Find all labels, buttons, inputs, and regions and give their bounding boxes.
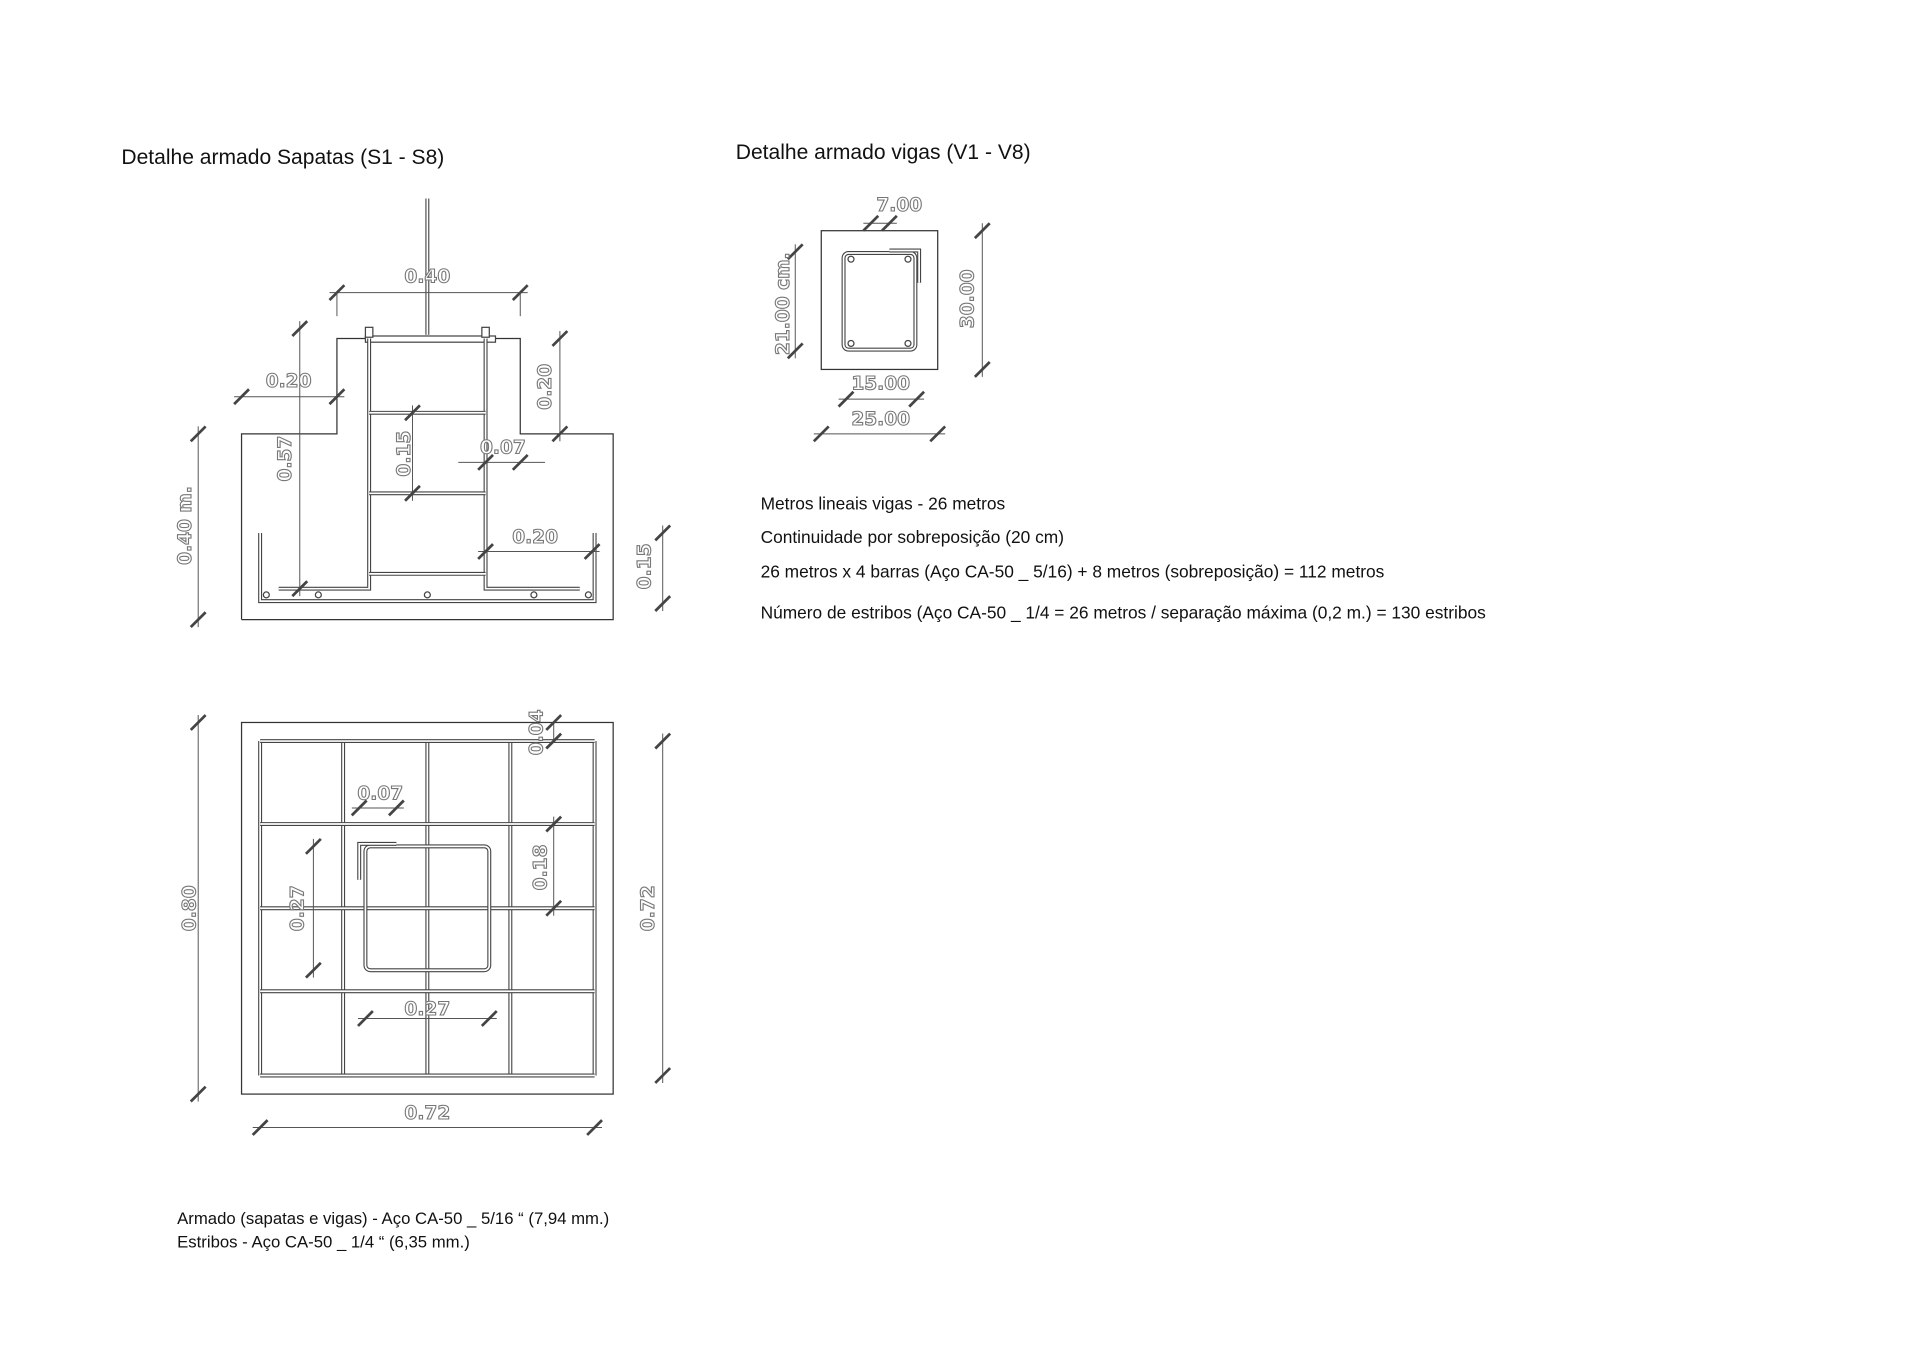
beam-rebar bbox=[847, 255, 855, 263]
dimension-tick bbox=[480, 1010, 498, 1027]
dim-bar-height: 0.72 bbox=[638, 885, 659, 931]
dimension-tick bbox=[786, 243, 804, 261]
footing-plan-outline bbox=[240, 721, 614, 1095]
dimension-tick bbox=[511, 453, 529, 471]
dimension-tick bbox=[654, 732, 672, 750]
dim-bar-hook: 0.20 bbox=[512, 527, 558, 548]
dimension-tick bbox=[291, 580, 309, 598]
beam-outline bbox=[820, 230, 939, 371]
dimension-tick bbox=[654, 595, 672, 612]
dimension-tick bbox=[654, 1067, 672, 1084]
dim-total-height: 0.57 bbox=[275, 436, 296, 482]
vigas-note: 26 metros x 4 barras (Aço CA-50 _ 5/16) … bbox=[761, 562, 1385, 582]
dim-beam-width: 25.00 bbox=[851, 409, 910, 430]
dimension-tick bbox=[545, 732, 563, 750]
dimension-tick bbox=[812, 425, 830, 443]
dimension-tick bbox=[929, 425, 947, 443]
dim-bar-width: 0.72 bbox=[404, 1103, 450, 1124]
rebar-dot bbox=[262, 591, 270, 599]
dim-cover-side: 0.07 bbox=[357, 783, 403, 804]
dimension-tick bbox=[304, 961, 322, 979]
dim-step-width: 0.20 bbox=[266, 371, 312, 392]
dimension-tick bbox=[328, 388, 346, 406]
dim-stirrup-spacing: 0.15 bbox=[394, 431, 415, 477]
rebar-dot bbox=[530, 591, 538, 599]
dimension-tick bbox=[291, 320, 309, 337]
dimension-tick bbox=[551, 330, 569, 347]
sapatas-note: Estribos - Aço CA-50 _ 1/4 “ (6,35 mm.) bbox=[177, 1233, 470, 1252]
dimension-tick bbox=[304, 837, 322, 855]
dimension-tick bbox=[350, 799, 368, 817]
dim-pedestal-height: 0.20 bbox=[535, 364, 556, 410]
dimension-tick bbox=[189, 714, 207, 731]
dimension-tick bbox=[862, 214, 880, 232]
rebar-dot bbox=[314, 591, 322, 599]
dim-cover-top: 0.04 bbox=[527, 709, 548, 755]
beam-rebar bbox=[904, 339, 912, 348]
dimension-tick bbox=[477, 543, 494, 560]
dimension-tick bbox=[477, 453, 494, 471]
beam-rebar bbox=[904, 255, 912, 263]
dimension-tick bbox=[583, 543, 601, 560]
dimension-tick bbox=[654, 524, 672, 542]
dim-cover: 0.07 bbox=[480, 438, 526, 459]
beam-rebar bbox=[847, 339, 855, 348]
dim-beam-height: 30.00 bbox=[958, 269, 979, 328]
stirrup-hook-inner bbox=[358, 843, 397, 880]
dim-outer-height: 0.80 bbox=[180, 885, 201, 931]
vigas-note: Número de estribos (Aço CA-50 _ 1/4 = 26… bbox=[761, 602, 1487, 622]
vigas-title: Detalhe armado vigas (V1 - V8) bbox=[736, 141, 1031, 164]
footing-outline bbox=[240, 337, 614, 621]
footing-bottom-bar-inner bbox=[259, 532, 596, 602]
column-stirrup-plan-inner bbox=[364, 845, 491, 972]
dimension-tick bbox=[837, 390, 855, 408]
dim-grid-spacing: 0.18 bbox=[530, 844, 551, 890]
column-bar-left-inner bbox=[278, 338, 371, 590]
rebar-dot bbox=[584, 591, 592, 599]
beam-stirrup-hook-inner bbox=[889, 249, 920, 283]
dimension-tick bbox=[545, 899, 563, 917]
dim-base-height: 0.40 m. bbox=[175, 486, 196, 565]
vigas-note: Continuidade por sobreposição (20 cm) bbox=[761, 527, 1064, 547]
dimension-tick bbox=[189, 1085, 207, 1103]
beam-stirrup bbox=[841, 251, 918, 352]
bolt-nut bbox=[481, 326, 490, 338]
dimension-tick bbox=[189, 611, 207, 629]
sapatas-note: Armado (sapatas e vigas) - Aço CA-50 _ 5… bbox=[177, 1209, 609, 1228]
dimension-tick bbox=[551, 425, 569, 443]
dim-top-width: 0.40 bbox=[404, 267, 450, 288]
vigas-note: Metros lineais vigas - 26 metros bbox=[761, 493, 1006, 513]
dimension-tick bbox=[404, 484, 421, 502]
dim-hook-height: 0.15 bbox=[634, 543, 655, 589]
dimension-tick bbox=[973, 361, 991, 378]
dimension-tick bbox=[404, 404, 421, 422]
dimension-tick bbox=[545, 815, 563, 833]
dimension-tick bbox=[786, 342, 804, 360]
dimension-tick bbox=[251, 1119, 269, 1136]
dimension-tick bbox=[908, 390, 926, 408]
sapatas-title: Detalhe armado Sapatas (S1 - S8) bbox=[121, 146, 444, 169]
column-bar-right-inner bbox=[484, 338, 580, 590]
dimension-tick bbox=[545, 714, 563, 731]
bolt-nut bbox=[364, 326, 374, 338]
dim-beam-hook: 7.00 bbox=[876, 195, 922, 216]
dimension-tick bbox=[357, 1010, 374, 1027]
rebar-dot bbox=[423, 591, 431, 599]
dimension-tick bbox=[880, 214, 898, 232]
dimension-tick bbox=[387, 799, 405, 817]
beam-stirrup-inner bbox=[842, 252, 917, 351]
dimension-tick bbox=[189, 425, 207, 443]
dimension-tick bbox=[973, 222, 991, 240]
dimension-tick bbox=[586, 1119, 603, 1136]
drawing-geometry bbox=[189, 198, 991, 1136]
dim-beam-stirrup-width: 15.00 bbox=[851, 373, 910, 394]
dim-beam-stirrup-height: 21.00 cm. bbox=[773, 252, 794, 355]
dimension-tick bbox=[233, 388, 250, 406]
dim-column-height: 0.27 bbox=[287, 885, 308, 931]
dim-column-width: 0.27 bbox=[404, 999, 450, 1020]
base-plate bbox=[364, 335, 497, 343]
